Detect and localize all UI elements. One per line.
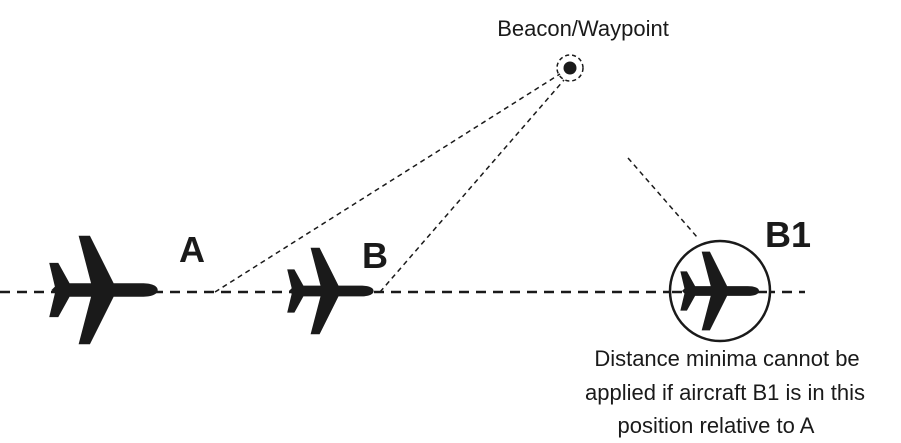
aircraft-a-icon [49, 235, 158, 345]
beacon-icon [556, 54, 584, 82]
aircraft-b-label: B [362, 235, 388, 276]
aircraft-b1-label: B1 [765, 214, 811, 255]
bearing-line-b1 [627, 157, 698, 238]
aircraft-a-label: A [179, 229, 205, 270]
note-line-3: position relative to A [618, 413, 815, 438]
note-line-2: applied if aircraft B1 is in this [585, 380, 865, 405]
note-line-1: Distance minima cannot be [594, 346, 859, 371]
bearing-line-b [379, 79, 565, 293]
aircraft-b-icon [287, 247, 374, 335]
beacon-label: Beacon/Waypoint [497, 16, 669, 41]
